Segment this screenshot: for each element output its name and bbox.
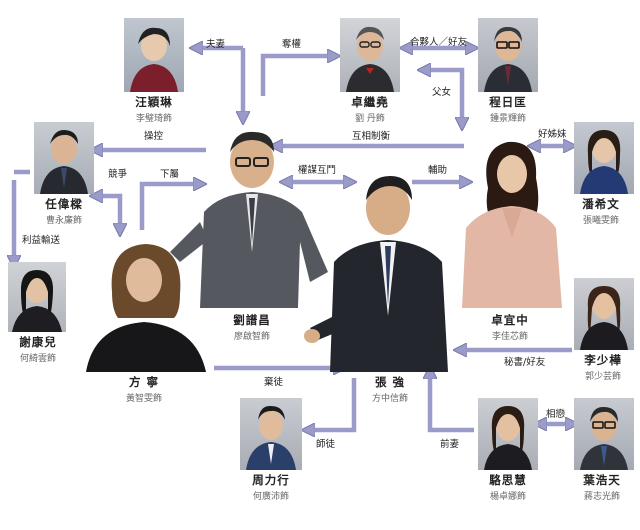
actor-credit: 何綺雲飾 [19, 354, 56, 364]
actor-credit: 何廣沛飾 [252, 492, 289, 502]
node-wang: 汪穎琳 李璧琦飾 [112, 94, 196, 124]
actor-credit: 黃智雯飾 [125, 394, 162, 404]
label-compete: 競爭 [108, 169, 128, 180]
arrow-father-daughter [424, 70, 462, 124]
node-zhuo-yizhong: 卓宜中 李佳芯飾 [470, 312, 550, 342]
label-partner: 合夥人／好友 [410, 37, 468, 48]
character-name: 方 寧 [128, 375, 159, 389]
node-fang: 方 寧 黃智雯飾 [104, 374, 184, 404]
label-power: 奪權 [282, 39, 302, 50]
character-name: 程日匡 [489, 95, 527, 109]
node-zhang: 張 強 方中信飾 [350, 374, 430, 404]
node-li: 李少樺 郭少芸飾 [566, 352, 640, 382]
portrait-zhou [240, 398, 302, 470]
actor-credit: 鍾景輝飾 [489, 114, 526, 124]
label-ex-wife: 前妻 [440, 439, 460, 450]
character-name: 劉譜昌 [233, 313, 271, 327]
portrait-ye [574, 398, 634, 470]
character-name: 葉浩天 [583, 473, 621, 487]
actor-credit: 張曦雯飾 [582, 216, 619, 226]
portrait-fang [84, 232, 208, 372]
node-liu: 劉譜昌 廖啟智飾 [210, 312, 294, 342]
portrait-zhang [300, 166, 468, 372]
label-control: 操控 [144, 131, 164, 142]
actor-credit: 楊卓娜飾 [489, 492, 526, 502]
portrait-xie [8, 262, 66, 332]
portrait-wang [124, 18, 184, 92]
portrait-zhuo-jixiao [340, 18, 400, 92]
portrait-pan [574, 122, 634, 194]
label-secretary: 秘書/好友 [504, 357, 546, 368]
actor-credit: 郭少芸飾 [584, 372, 621, 382]
label-scheme: 權謀互鬥 [298, 165, 337, 176]
node-cheng: 程日匡 鍾景輝飾 [466, 94, 550, 124]
label-assist: 輔助 [428, 165, 448, 176]
arrow-disciple [308, 378, 357, 430]
label-father-daughter: 父女 [432, 87, 452, 98]
label-abandoned: 棄徒 [264, 377, 284, 388]
character-name: 汪穎琳 [135, 95, 173, 109]
actor-credit: 廖啟智飾 [233, 332, 270, 342]
label-benefit: 利益輸送 [22, 235, 61, 246]
node-ren: 任偉樑 曹永廉飾 [22, 196, 106, 226]
portrait-ren [34, 122, 94, 194]
label-disciple: 師徒 [316, 439, 336, 450]
portrait-liu [160, 122, 340, 308]
actor-credit: 李佳芯飾 [491, 332, 528, 342]
character-name: 卓宜中 [491, 313, 529, 327]
character-name: 張 強 [374, 375, 405, 389]
node-ye: 葉浩天 蔣志光飾 [564, 472, 640, 502]
character-name: 駱思慧 [489, 473, 527, 487]
node-pan: 潘希文 張曦雯飾 [562, 196, 640, 226]
node-zhou: 周力行 何廣沛飾 [230, 472, 312, 502]
actor-credit: 方中信飾 [371, 394, 408, 404]
portrait-luo [478, 398, 538, 470]
portrait-cheng [478, 18, 538, 92]
node-zhuo-jixiao: 卓繼堯 劉 丹飾 [328, 94, 412, 124]
arrow-ex-wife [430, 372, 474, 433]
actor-credit: 蔣志光飾 [583, 492, 620, 502]
character-name: 潘希文 [582, 197, 620, 211]
portrait-zhuo-yizhong [452, 128, 570, 308]
portrait-li [574, 278, 634, 350]
arrow-compete [96, 196, 120, 230]
arrow-power [260, 56, 334, 96]
character-name: 周力行 [252, 473, 290, 487]
label-spouse: 夫妻 [206, 39, 226, 50]
character-name: 李少樺 [584, 353, 622, 367]
character-name: 謝康兒 [19, 335, 57, 349]
label-checks: 互相制衡 [352, 131, 391, 142]
label-subordinate: 下屬 [160, 169, 180, 180]
character-name: 任偉樑 [45, 197, 83, 211]
node-luo: 駱思慧 楊卓娜飾 [466, 472, 550, 502]
node-xie: 謝康兒 何綺雲飾 [0, 334, 76, 364]
actor-credit: 劉 丹飾 [355, 114, 385, 124]
actor-credit: 李璧琦飾 [135, 114, 172, 124]
arrow-subordinate [139, 184, 200, 230]
label-sisters: 好姊妹 [538, 129, 567, 140]
actor-credit: 曹永廉飾 [45, 216, 82, 226]
character-name: 卓繼堯 [351, 95, 389, 109]
label-lovers: 相戀 [546, 409, 566, 420]
